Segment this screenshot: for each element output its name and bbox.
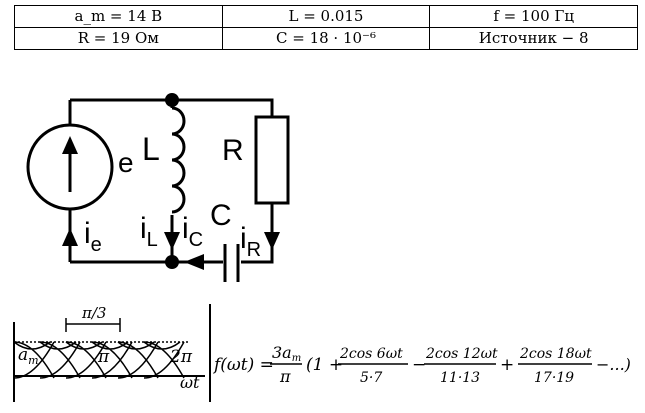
label-2pi: 2π: [169, 347, 193, 367]
fourier-formula: f(ωt) = 3am π (1 + 2cos 6ωt 5·7 − 2cos 1…: [212, 343, 631, 386]
label-ie-i: i: [84, 217, 91, 250]
param-R: R = 19 Ом: [14, 27, 223, 50]
label-pi: π: [97, 347, 110, 367]
label-R: R: [222, 134, 244, 167]
param-am: a_m = 14 В: [14, 5, 223, 28]
label-am-a: a: [18, 345, 28, 365]
label-C: C: [210, 199, 232, 232]
label-e: e: [118, 147, 134, 178]
arrow-iR: [264, 232, 280, 250]
label-iC-sub: C: [189, 229, 203, 251]
circuit-diagram: e L R C ie iL iC iR: [26, 93, 290, 282]
label-iL: iL: [140, 212, 158, 251]
param-source: Источник − 8: [429, 27, 638, 50]
table-row: R = 19 Ом C = 18 · 10⁻⁶ Источник − 8: [14, 27, 638, 50]
label-iL-sub: L: [147, 229, 158, 251]
label-omegat: ωt: [180, 373, 200, 392]
bottom-node: [165, 255, 179, 269]
label-iR: iR: [240, 222, 261, 261]
formula-t2-num: 2cos 12ωt: [425, 346, 498, 362]
arrow-ie: [62, 228, 78, 246]
param-f: f = 100 Гц: [429, 5, 638, 28]
inductor-coil: [171, 106, 186, 214]
formula-t2-den: 11·13: [440, 370, 480, 386]
parameters-table: a_m = 14 В L = 0.015 f = 100 Гц R = 19 О…: [14, 5, 638, 50]
label-iC-i: i: [182, 212, 189, 245]
formula-tail: −...): [596, 355, 631, 374]
label-am: am: [18, 345, 39, 367]
label-iL-i: i: [140, 212, 147, 245]
label-iR-i: i: [240, 222, 247, 255]
label-ie: ie: [84, 217, 102, 256]
arrow-iC: [184, 254, 204, 270]
resistor: [254, 115, 290, 205]
waveform-figure: π/3 am π 2π ωt f(ωt) = 3am π (1 + 2cos 6…: [13, 304, 631, 402]
formula-op1: −: [412, 355, 426, 375]
formula-lhs: f(ωt) =: [212, 355, 274, 375]
formula-coef-num: 3am: [272, 343, 301, 364]
formula-open: (1 +: [306, 355, 343, 375]
rectified-arcs: [13, 341, 185, 379]
label-L: L: [142, 131, 160, 167]
formula-coef-den: π: [279, 367, 291, 386]
formula-op2: +: [500, 355, 514, 375]
source-symbol: [26, 123, 114, 211]
label-iR-sub: R: [247, 239, 261, 261]
label-ie-sub: e: [91, 234, 102, 256]
param-L: L = 0.015: [221, 5, 431, 28]
arrow-iL: [164, 232, 180, 250]
top-node: [165, 93, 179, 107]
formula-t1-den: 5·7: [360, 370, 382, 386]
formula-t3-den: 17·19: [534, 370, 574, 386]
table-row: a_m = 14 В L = 0.015 f = 100 Гц: [14, 5, 638, 28]
label-am-sub: m: [28, 354, 38, 367]
label-iC: iC: [182, 212, 203, 251]
period-marker: [65, 318, 121, 332]
label-pi-third: π/3: [81, 304, 106, 322]
formula-t3-num: 2cos 18ωt: [519, 346, 592, 362]
coef-num-sub: m: [292, 353, 301, 364]
param-C: C = 18 · 10⁻⁶: [221, 27, 431, 50]
coef-num-text: 3a: [272, 343, 292, 362]
current-arrows: [62, 228, 280, 270]
capacitor: [223, 244, 240, 282]
formula-t1-num: 2cos 6ωt: [339, 346, 403, 362]
